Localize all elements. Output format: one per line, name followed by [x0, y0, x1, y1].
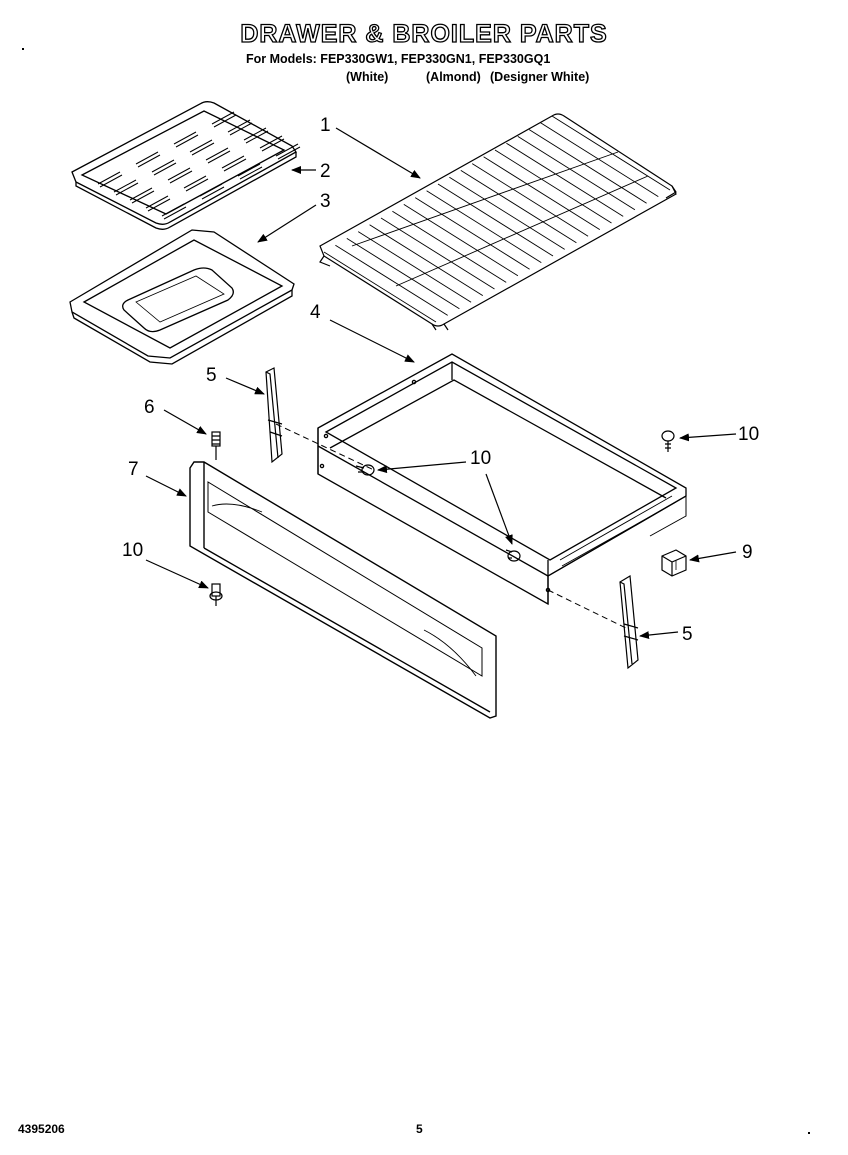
drawer-body-part	[317, 353, 687, 606]
page-title: DRAWER & BROILER PARTS	[240, 19, 608, 48]
screw-10-b-part	[505, 549, 521, 562]
clip-9-part	[661, 549, 687, 577]
grid-slot	[97, 171, 123, 188]
broiler-grid-part	[71, 101, 301, 230]
rack-rung	[471, 163, 589, 237]
grid-slot	[129, 187, 155, 204]
rack-rung	[517, 136, 636, 211]
corner-mark-top	[22, 48, 24, 50]
leader-lines	[145, 127, 737, 640]
screw-10-c-part	[661, 430, 675, 452]
page-number: 5	[416, 1122, 423, 1136]
grid-slot	[205, 147, 231, 164]
callout-6: 6	[144, 397, 155, 418]
grid-slot	[199, 183, 225, 200]
grid-slot	[167, 167, 193, 184]
callout-10a: 10	[470, 448, 491, 469]
callout-10c: 10	[738, 424, 759, 445]
grid-slot	[151, 159, 177, 176]
broiler-pan-part	[69, 229, 295, 365]
rack-rung	[449, 176, 565, 250]
callout-2: 2	[320, 161, 331, 182]
callout-9: 9	[742, 542, 753, 563]
doc-number: 4395206	[18, 1122, 65, 1136]
rack-rung	[551, 115, 671, 191]
grid-slot	[243, 127, 269, 144]
screw-6-part	[211, 431, 221, 460]
grid-slot	[135, 151, 161, 168]
callout-1: 1	[320, 115, 331, 136]
callout-7: 7	[128, 459, 139, 480]
rack-rung	[460, 170, 577, 244]
callout-10d: 10	[122, 540, 143, 561]
rack-rung	[414, 197, 530, 270]
rack-rung	[540, 122, 659, 197]
grid-slot	[145, 195, 171, 212]
grid-slot	[173, 131, 199, 148]
callout-5b: 5	[682, 624, 693, 645]
grid-slot	[221, 155, 247, 172]
rack-rung	[392, 210, 507, 283]
rack-rung	[403, 204, 519, 277]
rack-rung	[483, 156, 601, 230]
drawer-glide-left-part	[265, 367, 283, 464]
rack-rung	[380, 217, 495, 290]
callout-5a: 5	[206, 365, 217, 386]
rack-rung	[506, 142, 624, 217]
rack-rung	[437, 183, 554, 257]
grid-slot	[237, 163, 263, 180]
rack-rung	[323, 251, 437, 323]
variant-designer: (Designer White)	[490, 70, 590, 84]
screw-10-a-part	[355, 464, 375, 476]
screw-10-d-part	[209, 583, 223, 606]
rack-rung	[369, 224, 484, 296]
rack-rung	[335, 244, 448, 316]
rack-rung	[528, 129, 647, 204]
drawer-front-part	[189, 461, 497, 719]
grid-slot	[259, 135, 285, 152]
rack-rung	[426, 190, 542, 263]
grid-slot	[183, 175, 209, 192]
grid-slot	[211, 111, 237, 128]
oven-rack-part	[319, 113, 677, 331]
models-line: For Models: FEP330GW1, FEP330GN1, FEP330…	[246, 52, 551, 66]
variant-almond: (Almond)	[426, 70, 481, 84]
corner-mark-bottom	[808, 1132, 810, 1134]
callout-4: 4	[310, 302, 321, 323]
rack-rung	[357, 231, 472, 303]
drawer-glide-right-part	[619, 574, 639, 670]
callout-3: 3	[320, 191, 331, 212]
grid-slot	[189, 139, 215, 156]
variant-white: (White)	[346, 70, 389, 84]
grid-slot	[227, 119, 253, 136]
grid-slot	[161, 203, 187, 220]
rack-rung	[346, 238, 460, 310]
grid-slot	[275, 143, 301, 160]
grid-slot	[113, 179, 139, 196]
rack-rung	[494, 149, 612, 224]
